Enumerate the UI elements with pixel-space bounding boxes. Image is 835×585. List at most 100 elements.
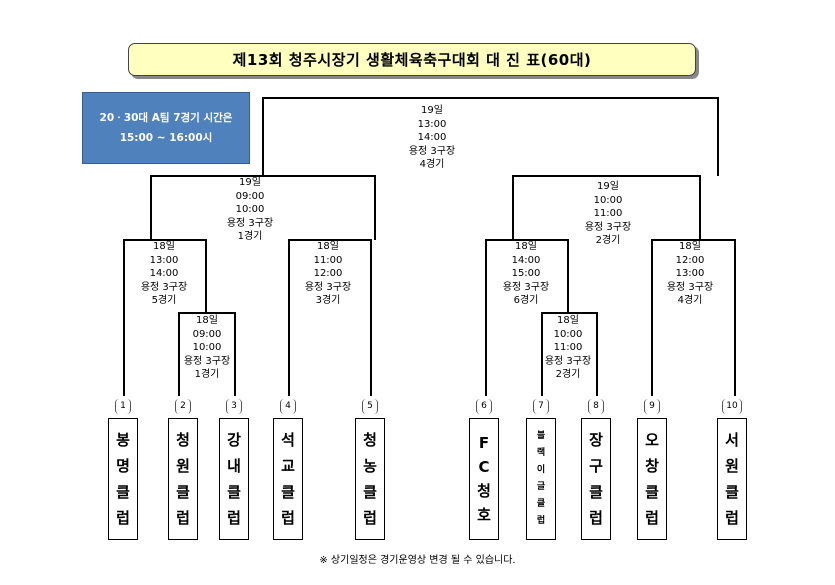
- team-name-char: 클: [725, 483, 739, 501]
- team-name-char: 내: [227, 457, 241, 475]
- team-name-char: 원: [725, 457, 739, 475]
- match-venue: 용정 3구장: [183, 355, 231, 367]
- team-number: 6: [476, 399, 492, 414]
- team-name-char: 오: [645, 431, 659, 449]
- team-name-char: 클: [176, 483, 190, 501]
- team-name-char: 봉: [116, 431, 130, 449]
- team-name-char: 클: [363, 483, 377, 501]
- team-box-seowon: 서 원 클 럽: [717, 418, 747, 540]
- team-name-char: 창: [645, 457, 659, 475]
- match-venue: 용정 3구장: [502, 281, 550, 293]
- team-box-ochang: 오 창 클 럽: [637, 418, 667, 540]
- match-game: 2경기: [555, 369, 581, 380]
- team-name-char: 랙: [536, 448, 546, 458]
- match-venue: 용정 3구장: [584, 221, 632, 233]
- team-number: 1: [115, 399, 131, 414]
- match-start: 13:00: [417, 118, 447, 130]
- match-r1-right: 18일 10:00 11:00 용정 3구장 2경기: [545, 314, 591, 382]
- r1-left-drop-team2: [178, 312, 180, 396]
- notice-line-2: 15:00 ~ 16:00시: [119, 132, 213, 144]
- match-start: 10:00: [593, 194, 623, 206]
- team-number: 5: [362, 399, 378, 414]
- team-name-char: 클: [589, 483, 603, 501]
- team-name-char: 교: [281, 457, 295, 475]
- qf1-drop-team1: [123, 239, 125, 396]
- team-name-char: 럽: [363, 509, 377, 527]
- match-start: 10:00: [553, 328, 583, 340]
- r1-right-drop-team7: [541, 312, 543, 396]
- match-game: 4경기: [677, 295, 703, 306]
- team-name-char: 이: [536, 465, 546, 475]
- team-name-char: 글: [536, 482, 546, 492]
- semi-left-drop-a: [150, 175, 152, 240]
- match-start: 12:00: [675, 254, 705, 266]
- semi-left-drop-b: [374, 175, 376, 240]
- team-name-char: 서: [725, 431, 739, 449]
- qf4-connector: [651, 239, 736, 241]
- match-start: 09:00: [192, 328, 222, 340]
- schedule-footnote: ※ 상기일정은 경기운영상 변경 될 수 있습니다.: [319, 555, 516, 566]
- team-name-char: 클: [536, 499, 546, 509]
- final-right-drop: [717, 97, 719, 176]
- match-final: 19일 13:00 14:00 용정 3구장 4경기: [409, 104, 455, 172]
- notice-line-1: 20ㆍ30대 A팀 7경기 시간은: [99, 112, 233, 124]
- team-name-char: 럽: [589, 509, 603, 527]
- match-r1-left: 18일 09:00 10:00 용정 3구장 1경기: [184, 314, 230, 382]
- r1-left-drop-team3: [234, 312, 236, 396]
- bracket-title: 제13회 청주시장기 생활체육축구대회 대 진 표(60대): [128, 43, 696, 76]
- qf2-connector: [288, 239, 372, 241]
- team-number: 4: [280, 399, 296, 414]
- team-name-char: 럽: [176, 509, 190, 527]
- team-name-char: 럽: [116, 509, 130, 527]
- team-name-char: 석: [281, 431, 295, 449]
- team-name-char: 클: [645, 483, 659, 501]
- team-box-fc-cheongho: F C 청 호: [469, 418, 499, 540]
- qf4-drop-team10: [734, 239, 736, 396]
- team-name-char: 호: [477, 506, 491, 524]
- match-venue: 용정 3구장: [140, 281, 188, 293]
- match-day: 18일: [515, 241, 537, 252]
- team-name-char: 구: [589, 457, 603, 475]
- match-game: 3경기: [315, 295, 341, 306]
- match-venue: 용정 3구장: [408, 145, 456, 157]
- match-end: 12:00: [313, 268, 343, 279]
- notice-box: 20ㆍ30대 A팀 7경기 시간은 15:00 ~ 16:00시: [82, 92, 250, 164]
- match-game: 6경기: [513, 295, 539, 306]
- match-game: 1경기: [237, 231, 263, 242]
- team-box-bongmyeong: 봉 명 클 럽: [108, 418, 138, 540]
- match-day: 18일: [317, 241, 339, 252]
- team-name-char: 럽: [645, 509, 659, 527]
- qf4-drop-team9: [651, 239, 653, 396]
- match-semi-right: 19일 10:00 11:00 용정 3구장 2경기: [585, 180, 631, 248]
- team-name-char: 명: [116, 457, 130, 475]
- team-name-char: 장: [589, 431, 603, 449]
- match-venue: 용정 3구장: [544, 355, 592, 367]
- match-start: 11:00: [313, 254, 343, 266]
- match-start: 13:00: [149, 254, 179, 266]
- match-day: 19일: [597, 181, 619, 192]
- match-day: 18일: [557, 315, 579, 326]
- match-end: 14:00: [417, 132, 447, 143]
- team-name-char: 강: [227, 431, 241, 449]
- qf1-connector: [123, 239, 207, 241]
- match-day: 18일: [196, 315, 218, 326]
- match-day: 18일: [153, 241, 175, 252]
- team-name-char: 청: [176, 431, 190, 449]
- team-name-char: 클: [281, 483, 295, 501]
- qf3-drop-team6: [485, 239, 487, 396]
- match-venue: 용정 3구장: [304, 281, 352, 293]
- team-number: 2: [175, 399, 191, 414]
- match-start: 14:00: [511, 254, 541, 266]
- match-end: 11:00: [593, 208, 623, 219]
- match-qf-3: 18일 14:00 15:00 용정 3구장 6경기: [503, 240, 549, 308]
- team-name-char: 청: [477, 482, 491, 500]
- match-end: 10:00: [192, 342, 222, 353]
- team-number: 8: [588, 399, 604, 414]
- semi-right-drop-a: [512, 175, 514, 240]
- match-game: 2경기: [595, 235, 621, 246]
- final-connector: [262, 97, 719, 99]
- r1-right-connector: [541, 312, 598, 314]
- match-qf-1: 18일 13:00 14:00 용정 3구장 5경기: [141, 240, 187, 308]
- qf2-drop-team5: [370, 239, 372, 396]
- team-box-cheongnong: 청 농 클 럽: [355, 418, 385, 540]
